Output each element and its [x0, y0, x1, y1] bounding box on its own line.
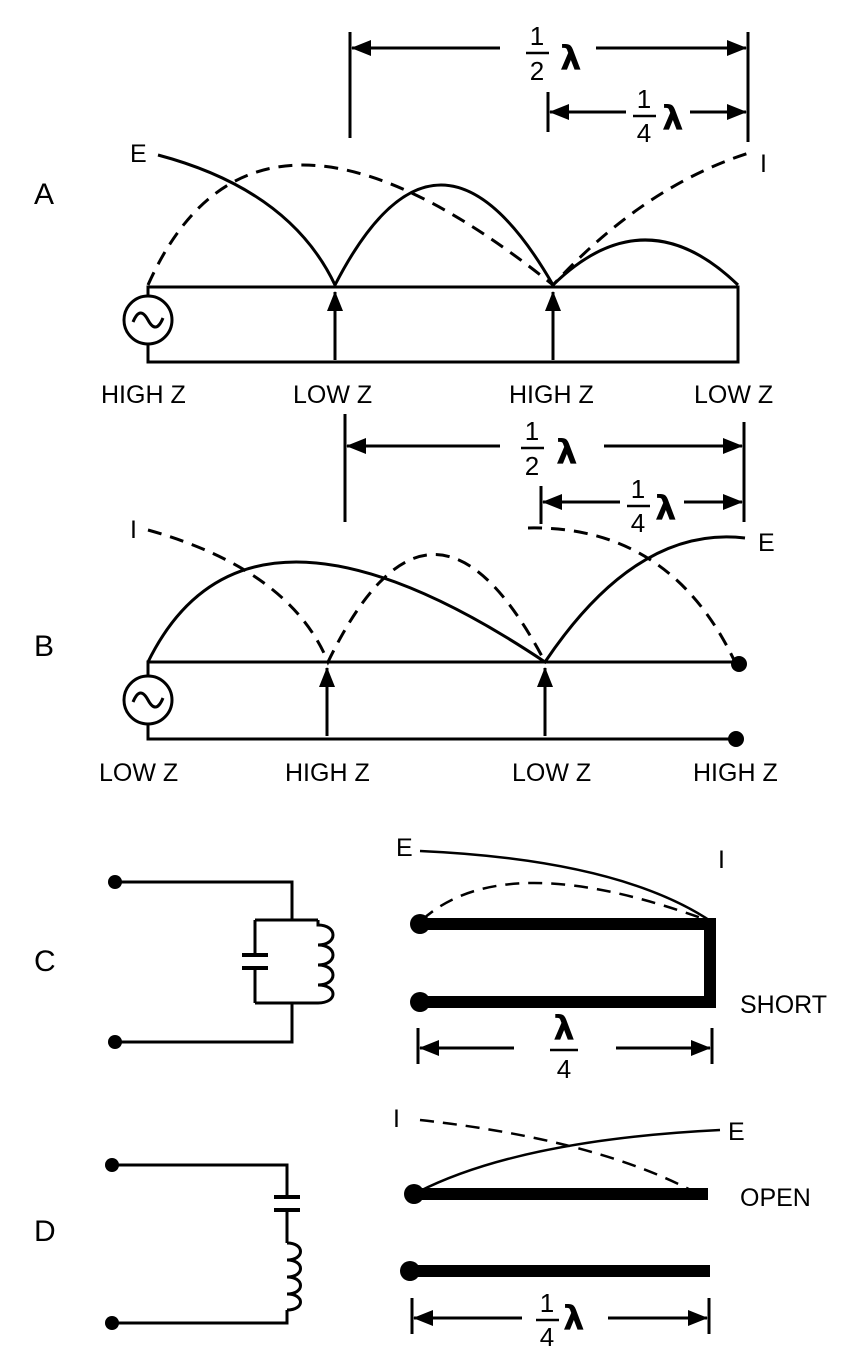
panel-b-dimensions: 1 2 λ 1 4 λ	[343, 414, 746, 538]
panel-d-e-label: E	[728, 1118, 745, 1146]
panel-c-i-label: I	[718, 846, 725, 874]
series-lc-circuit	[105, 1158, 302, 1330]
panel-d-current-curve	[419, 1118, 701, 1197]
quarter-wave-denominator: 4	[637, 118, 651, 148]
panel-a-z-label-2: LOW Z	[293, 381, 372, 409]
panel-b-z-label-2: HIGH Z	[285, 759, 370, 787]
panel-d-i-label: I	[393, 1105, 400, 1133]
panel-c-letter: C	[34, 945, 56, 978]
panel-b-current-curve-1	[147, 528, 547, 666]
panel-b-generator	[122, 674, 174, 726]
panel-b-z-label-4: HIGH Z	[693, 759, 778, 787]
open-end-terminal-bottom	[728, 731, 744, 747]
panel-a-current-curve	[146, 150, 753, 288]
panel-c-current-curve	[421, 881, 713, 924]
stub-terminal-top	[410, 914, 430, 934]
panel-a-dimensions: 1 2 λ 1 4 λ	[348, 21, 750, 148]
panel-a-z-label-1: HIGH Z	[101, 381, 186, 409]
shorted-stub	[420, 918, 716, 1008]
panel-b: B 1 2 λ 1 4 λ I E	[34, 414, 778, 787]
wire-bottom	[112, 1310, 289, 1325]
panel-a-letter: A	[34, 178, 54, 211]
panel-a-voltage-curve	[157, 153, 740, 289]
panel-c-voltage-curve	[419, 849, 713, 924]
quarter-wave-denominator: 4	[631, 508, 645, 538]
wire-top	[112, 1163, 289, 1197]
panel-d-letter: D	[34, 1215, 56, 1248]
panel-a-z-label-3: HIGH Z	[509, 381, 594, 409]
panel-a-z-label-4: LOW Z	[694, 381, 773, 409]
stub-terminal-bottom	[400, 1261, 420, 1281]
panel-a-e-label: E	[130, 140, 147, 168]
length-denominator: 4	[557, 1054, 571, 1084]
quarter-wave-lambda: λ	[662, 99, 684, 139]
short-label: SHORT	[740, 991, 827, 1019]
panel-d: D I E OPEN 1 4 λ	[34, 1105, 811, 1352]
length-lambda: λ	[553, 1009, 575, 1049]
panel-b-e-label: E	[758, 529, 775, 557]
wire-top	[115, 880, 294, 920]
sine-wave-icon	[131, 691, 165, 709]
length-lambda: λ	[563, 1299, 585, 1339]
stub-terminal-top	[404, 1184, 424, 1204]
panel-b-z-label-1: LOW Z	[99, 759, 178, 787]
half-wave-denominator: 2	[525, 451, 539, 481]
inductor-icon	[316, 920, 335, 1005]
half-wave-denominator: 2	[530, 56, 544, 86]
half-wave-numerator: 1	[525, 416, 539, 446]
panel-a-transmission-line	[146, 285, 740, 364]
panel-a-i-label: I	[760, 150, 767, 178]
length-denominator: 4	[540, 1322, 554, 1352]
panel-d-voltage-curve	[417, 1128, 721, 1194]
panel-b-i-label: I	[130, 516, 137, 544]
panel-a: A 1 2 λ 1 4 λ E I	[34, 21, 773, 409]
panel-b-letter: B	[34, 630, 54, 663]
length-numerator: 1	[540, 1288, 554, 1318]
panel-b-bottom-conductor	[146, 716, 738, 741]
panel-a-generator	[122, 294, 174, 346]
panel-b-top-conductor	[146, 660, 738, 684]
open-label: OPEN	[740, 1184, 811, 1212]
half-wave-lambda: λ	[560, 39, 582, 79]
panel-b-z-label-3: LOW Z	[512, 759, 591, 787]
wire-bottom	[115, 1003, 294, 1044]
panel-c: C E I SHORT λ 4	[34, 834, 827, 1084]
panel-c-e-label: E	[396, 834, 413, 862]
open-end-terminal-top	[731, 656, 747, 672]
half-wave-numerator: 1	[530, 21, 544, 51]
stub-terminal-bottom	[410, 992, 430, 1012]
panel-b-voltage-curve	[146, 535, 746, 665]
parallel-lc-circuit	[108, 875, 335, 1049]
half-wave-lambda: λ	[556, 433, 578, 473]
sine-wave-icon	[131, 311, 165, 329]
quarter-wave-lambda: λ	[655, 489, 677, 529]
quarter-wave-numerator: 1	[631, 474, 645, 504]
quarter-wave-numerator: 1	[637, 84, 651, 114]
panel-b-current-curve-2	[527, 526, 737, 663]
inductor-icon	[286, 1241, 302, 1312]
